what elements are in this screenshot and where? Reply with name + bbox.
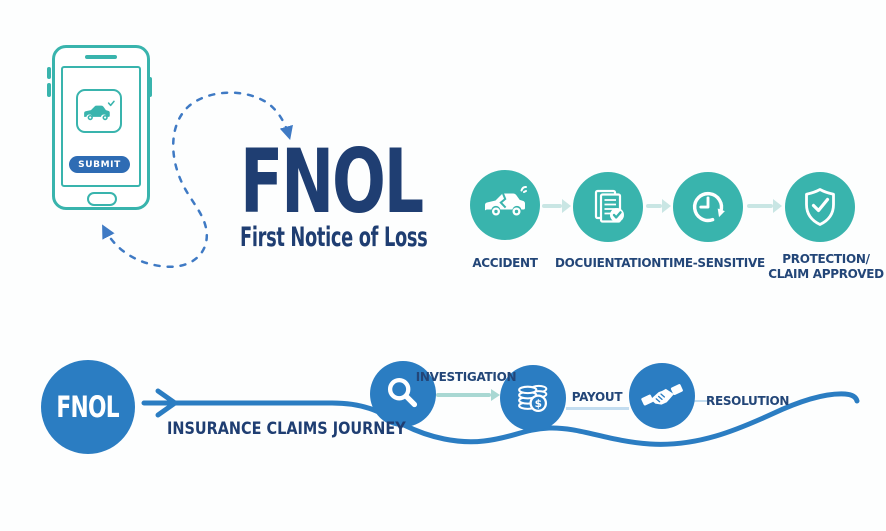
journey-start-fnol: FNOL (41, 360, 135, 454)
car-claim-app-tile (76, 89, 122, 133)
process-step-protection (785, 172, 855, 242)
journey-label-investigation: INVESTIGATION (415, 370, 517, 384)
process-step-accident (470, 170, 540, 240)
process-step-documentation (573, 172, 643, 242)
fnol-subtitle: First Notice of Loss (240, 222, 428, 253)
process-step-time-sensitive (673, 172, 743, 242)
process-arrow (747, 199, 782, 213)
submit-button[interactable]: SUBMIT (69, 156, 130, 173)
journey-caption: INSURANCE CLAIMS JOURNEY (167, 419, 406, 439)
documents-check-icon (594, 189, 624, 223)
dollar-symbol: $ (535, 398, 542, 410)
phone-side-button (47, 67, 51, 79)
payout-connector-line (566, 407, 629, 410)
process-label-accident: ACCIDENT (472, 256, 538, 270)
car-claim-icon (84, 100, 115, 121)
process-arrow (542, 199, 571, 213)
phone-home-button (87, 192, 117, 206)
journey-label-payout: PAYOUT (571, 390, 623, 404)
journey-start-label: FNOL (56, 390, 120, 424)
handshake-icon (641, 384, 683, 406)
phone-side-button (148, 77, 152, 97)
shield-check-icon (805, 188, 835, 226)
process-label-documentation: DOCUIENTATION (554, 256, 662, 270)
journey-arrowhead (155, 388, 178, 418)
process-arrow (646, 199, 671, 213)
phone-side-button (47, 83, 51, 97)
crashed-car-icon (485, 185, 527, 216)
journey-step-resolution (629, 363, 695, 429)
process-label-time-sensitive: TIME-SENSITIVE (661, 256, 765, 270)
clock-history-icon (692, 191, 725, 223)
journey-label-resolution: RESOLUTION (706, 394, 790, 408)
phone-speaker (85, 55, 117, 59)
fnol-title: FNOL (240, 130, 424, 233)
investigation-arrow (436, 389, 500, 401)
process-label-protection: PROTECTION/ CLAIM APPROVED (768, 252, 884, 281)
